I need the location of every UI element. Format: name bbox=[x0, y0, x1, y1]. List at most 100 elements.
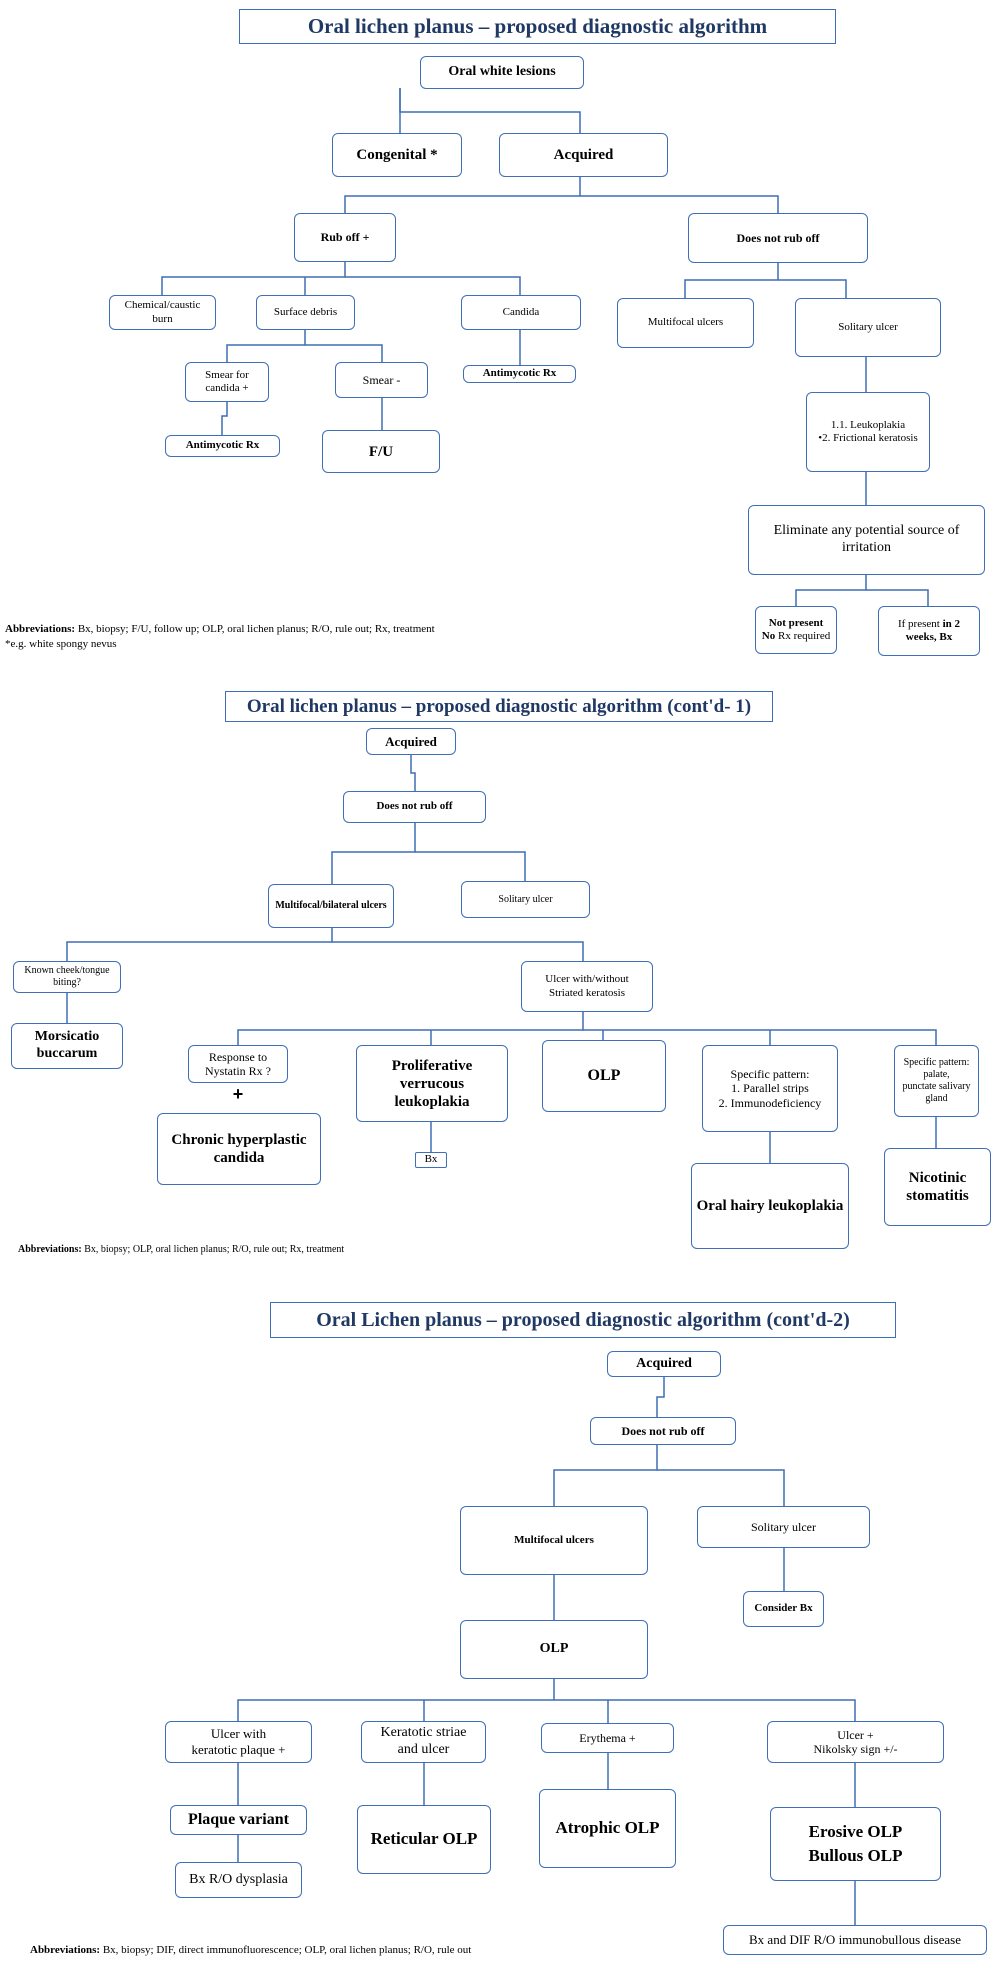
node-specific-palate: Specific pattern: palate, punctate saliv… bbox=[894, 1045, 979, 1117]
connector bbox=[656, 1377, 665, 1417]
erosive-olp: Erosive OLP bbox=[808, 1821, 903, 1841]
node-chronic-candida: Chronic hyperplastic candida bbox=[157, 1113, 321, 1185]
connector bbox=[399, 88, 581, 133]
node-consider-bx: Consider Bx bbox=[743, 1591, 824, 1627]
node-acquired-2: Acquired bbox=[366, 728, 456, 755]
known-biting-line-1: Known cheek/tongue bbox=[24, 965, 110, 976]
node-multifocal-ulcers: Multifocal ulcers bbox=[617, 298, 754, 348]
node-not-present: Not present No Rx required bbox=[755, 606, 837, 654]
connector bbox=[554, 1699, 856, 1721]
connector bbox=[237, 1012, 584, 1045]
node-congenital: Congenital * bbox=[332, 133, 462, 177]
ulcer-nikolsky-line-1: Ulcer + bbox=[837, 1727, 874, 1742]
connector bbox=[66, 928, 333, 961]
abbreviations-3-text: Bx, biopsy; DIF, direct immunofluorescen… bbox=[100, 1944, 472, 1956]
abbreviations-3: Abbreviations: Bx, biopsy; DIF, direct i… bbox=[30, 1944, 471, 1956]
abbreviations-1-text: Bx, biopsy; F/U, follow up; OLP, oral li… bbox=[75, 623, 435, 635]
node-surface-debris: Surface debris bbox=[256, 295, 355, 330]
node-smear-candida: Smear for candida + bbox=[185, 362, 269, 402]
node-reticular-olp: Reticular OLP bbox=[357, 1805, 491, 1874]
node-multifocal-bilateral: Multifocal/bilateral ulcers bbox=[268, 884, 394, 928]
node-multifocal-ulcers-3: Multifocal ulcers bbox=[460, 1506, 648, 1575]
node-plaque-variant: Plaque variant bbox=[170, 1805, 307, 1835]
node-antimycotic-rx-candida: Antimycotic Rx bbox=[463, 365, 576, 383]
node-acquired-3: Acquired bbox=[607, 1351, 721, 1377]
connector bbox=[583, 1029, 937, 1045]
connector bbox=[344, 177, 581, 213]
connector bbox=[778, 279, 847, 298]
abbreviations-2-label: Abbreviations: bbox=[18, 1244, 82, 1255]
keratotic-striae-line-2: and ulcer bbox=[397, 1742, 450, 1757]
specific-palate-line-3: punctate salivary gland bbox=[902, 1081, 971, 1104]
node-keratotic-striae: Keratotic striae and ulcer bbox=[361, 1721, 486, 1763]
connector bbox=[415, 851, 526, 881]
connector bbox=[237, 1679, 555, 1721]
response-nystatin-line-2: Nystatin Rx ? bbox=[205, 1064, 271, 1078]
diagram-3-title: Oral Lichen planus – proposed diagnostic… bbox=[270, 1302, 896, 1338]
if-present-text: If present in 2 weeks, Bx bbox=[883, 618, 975, 644]
node-ulcer-plaque: Ulcer with keratotic plaque + bbox=[165, 1721, 312, 1763]
node-does-not-rub-off-2: Does not rub off bbox=[343, 791, 486, 823]
node-antimycotic-rx-smear: Antimycotic Rx bbox=[165, 435, 280, 457]
connector bbox=[332, 941, 584, 961]
node-ulcer-nikolsky: Ulcer + Nikolsky sign +/- bbox=[767, 1721, 944, 1763]
bullous-olp: Bullous OLP bbox=[808, 1846, 903, 1865]
node-erythema: Erythema + bbox=[541, 1723, 674, 1753]
connector bbox=[331, 823, 416, 884]
diagram-1-title: Oral lichen planus – proposed diagnostic… bbox=[239, 9, 836, 44]
abbreviations-2-text: Bx, biopsy; OLP, oral lichen planus; R/O… bbox=[81, 1244, 345, 1255]
specific-palate-line-1: Specific pattern: bbox=[903, 1057, 970, 1068]
abbreviations-3-label: Abbreviations: bbox=[30, 1944, 101, 1956]
specific-pattern-line-1: Specific pattern: bbox=[730, 1066, 810, 1081]
known-biting-line-2: biting? bbox=[53, 977, 81, 988]
keratotic-striae-line-1: Keratotic striae bbox=[380, 1725, 467, 1741]
connector bbox=[305, 344, 383, 362]
connector bbox=[795, 575, 867, 606]
node-solitary-ulcer: Solitary ulcer bbox=[795, 298, 941, 357]
node-does-not-rub-off-3: Does not rub off bbox=[590, 1417, 736, 1445]
connector bbox=[866, 589, 929, 606]
node-erosive-bullous-olp: Erosive OLP Bullous OLP bbox=[770, 1807, 941, 1881]
leukoplakia-line-2: •2. Frictional keratosis bbox=[818, 432, 918, 444]
node-fu: F/U bbox=[322, 430, 440, 473]
abbreviations-2: Abbreviations: Bx, biopsy; OLP, oral lic… bbox=[18, 1244, 344, 1255]
connector bbox=[226, 330, 306, 362]
node-known-biting: Known cheek/tongue biting? bbox=[13, 961, 121, 993]
node-morsicatio: Morsicatio buccarum bbox=[11, 1023, 123, 1069]
node-ulcer-striated: Ulcer with/without Striated keratosis bbox=[521, 961, 653, 1012]
specific-palate-line-2: palate, bbox=[923, 1069, 950, 1080]
node-does-not-rub-off: Does not rub off bbox=[688, 213, 868, 263]
node-atrophic-olp: Atrophic OLP bbox=[539, 1789, 676, 1868]
response-nystatin-line-1: Response to bbox=[208, 1049, 268, 1064]
node-olp-2: OLP bbox=[542, 1040, 666, 1112]
connector bbox=[684, 263, 779, 298]
node-chemical-burn: Chemical/caustic burn bbox=[109, 295, 216, 330]
node-bx-2: Bx bbox=[415, 1152, 447, 1168]
connector bbox=[580, 195, 779, 213]
ulcer-striated-line-2: Striated keratosis bbox=[548, 986, 626, 999]
leukoplakia-line-1: 1.1. Leukoplakia bbox=[830, 418, 906, 431]
abbreviations-1: Abbreviations: Bx, biopsy; F/U, follow u… bbox=[5, 623, 435, 635]
connector bbox=[345, 276, 521, 295]
node-if-present: If present in 2 weeks, Bx bbox=[878, 606, 980, 656]
connector bbox=[221, 402, 228, 435]
node-rub-off: Rub off + bbox=[294, 213, 396, 262]
node-nicotinic: Nicotinic stomatitis bbox=[884, 1148, 991, 1226]
node-specific-pattern: Specific pattern: 1. Parallel strips 2. … bbox=[702, 1045, 838, 1132]
plus-sign: + bbox=[232, 1084, 244, 1104]
connector bbox=[161, 262, 346, 295]
abbreviations-1-label: Abbreviations: bbox=[5, 623, 76, 635]
node-oral-hairy: Oral hairy leukoplakia bbox=[691, 1163, 849, 1249]
specific-pattern-line-2: 1. Parallel strips bbox=[731, 1081, 809, 1096]
if-present-a: If present bbox=[897, 617, 943, 630]
node-eliminate-irritation: Eliminate any potential source of irrita… bbox=[748, 505, 985, 575]
ulcer-nikolsky-line-2: Nikolsky sign +/- bbox=[813, 1742, 898, 1756]
node-oral-white-lesions: Oral white lesions bbox=[420, 56, 584, 89]
connector bbox=[553, 1445, 658, 1506]
if-present-b: in 2 weeks, Bx bbox=[905, 617, 961, 643]
node-olp-3: OLP bbox=[460, 1620, 648, 1679]
node-leukoplakia: 1.1. Leukoplakia •2. Frictional keratosi… bbox=[806, 392, 930, 472]
ulcer-striated-line-1: Ulcer with/without bbox=[545, 973, 629, 986]
connector bbox=[657, 1469, 785, 1506]
